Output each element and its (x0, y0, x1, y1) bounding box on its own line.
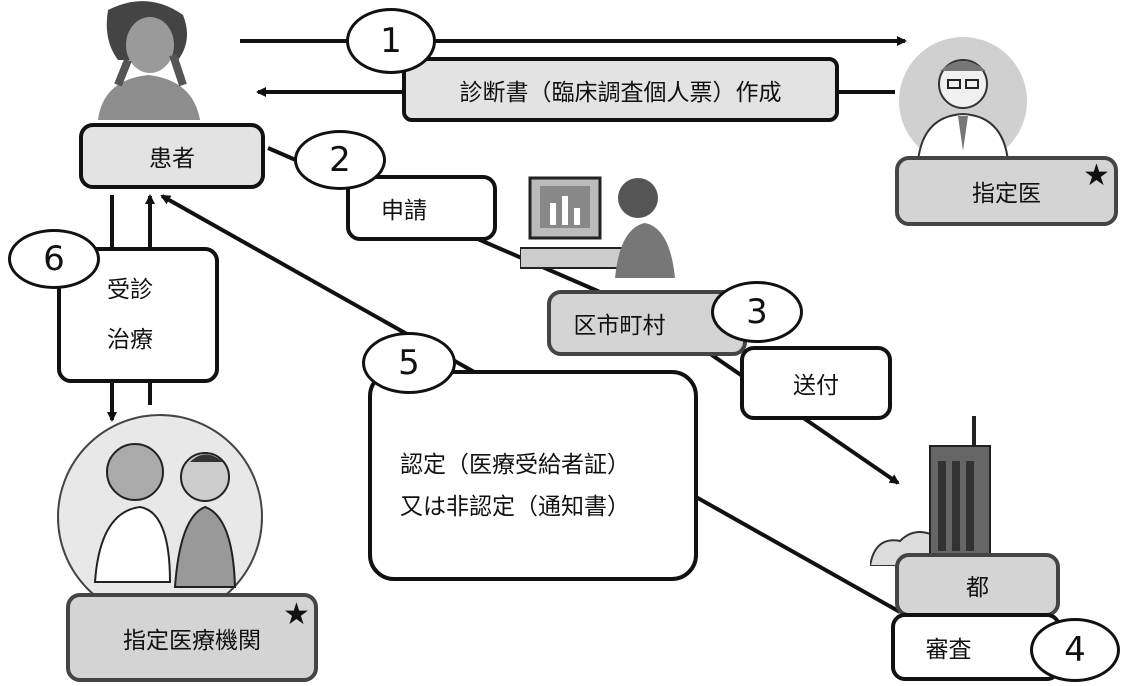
step1-label: 診断書（臨床調査個人票）作成 (459, 79, 782, 106)
doctor-star-icon: ★ (1083, 158, 1110, 193)
step6-line1: 受診 (107, 277, 153, 303)
metro-box: 都 (895, 553, 1060, 617)
step5-number: 5 (362, 332, 456, 394)
metro-label: 都 (966, 575, 989, 601)
step5-label-box: 認定（医療受給者証） 又は非認定（通知書） (368, 370, 698, 581)
office-worker-illustration (520, 176, 675, 278)
doctor-illustration (899, 37, 1027, 165)
step6-line2: 治療 (107, 327, 153, 353)
institution-box: 指定医療機関 (66, 593, 318, 682)
step4-label: 審査 (925, 637, 972, 663)
step5-line1: 認定（医療受給者証） (400, 452, 630, 478)
ward-label: 区市町村 (573, 313, 666, 339)
step1-number: 1 (346, 8, 436, 74)
step3-number: 3 (711, 281, 803, 343)
step3-label: 送付 (793, 373, 839, 399)
step6-number: 6 (8, 229, 100, 289)
patient-label: 患者 (149, 146, 195, 172)
doctor-box: 指定医 (895, 156, 1118, 226)
building-illustration (870, 416, 991, 566)
institution-label: 指定医療機関 (123, 627, 261, 654)
step2-label-box: 申請 (346, 175, 497, 241)
patient-illustration (98, 1, 200, 120)
doctor-label: 指定医 (972, 181, 1041, 207)
step4-number: 4 (1030, 618, 1120, 682)
step3-label-box: 送付 (740, 346, 892, 420)
step2-label: 申請 (381, 198, 427, 224)
step1-label-box: 診断書（臨床調査個人票）作成 (402, 57, 839, 122)
patient-box: 患者 (79, 123, 265, 189)
institution-star-icon: ★ (283, 597, 310, 632)
institution-illustration (57, 414, 263, 620)
step2-number: 2 (294, 130, 386, 190)
step5-line2: 又は非認定（通知書） (400, 494, 630, 520)
